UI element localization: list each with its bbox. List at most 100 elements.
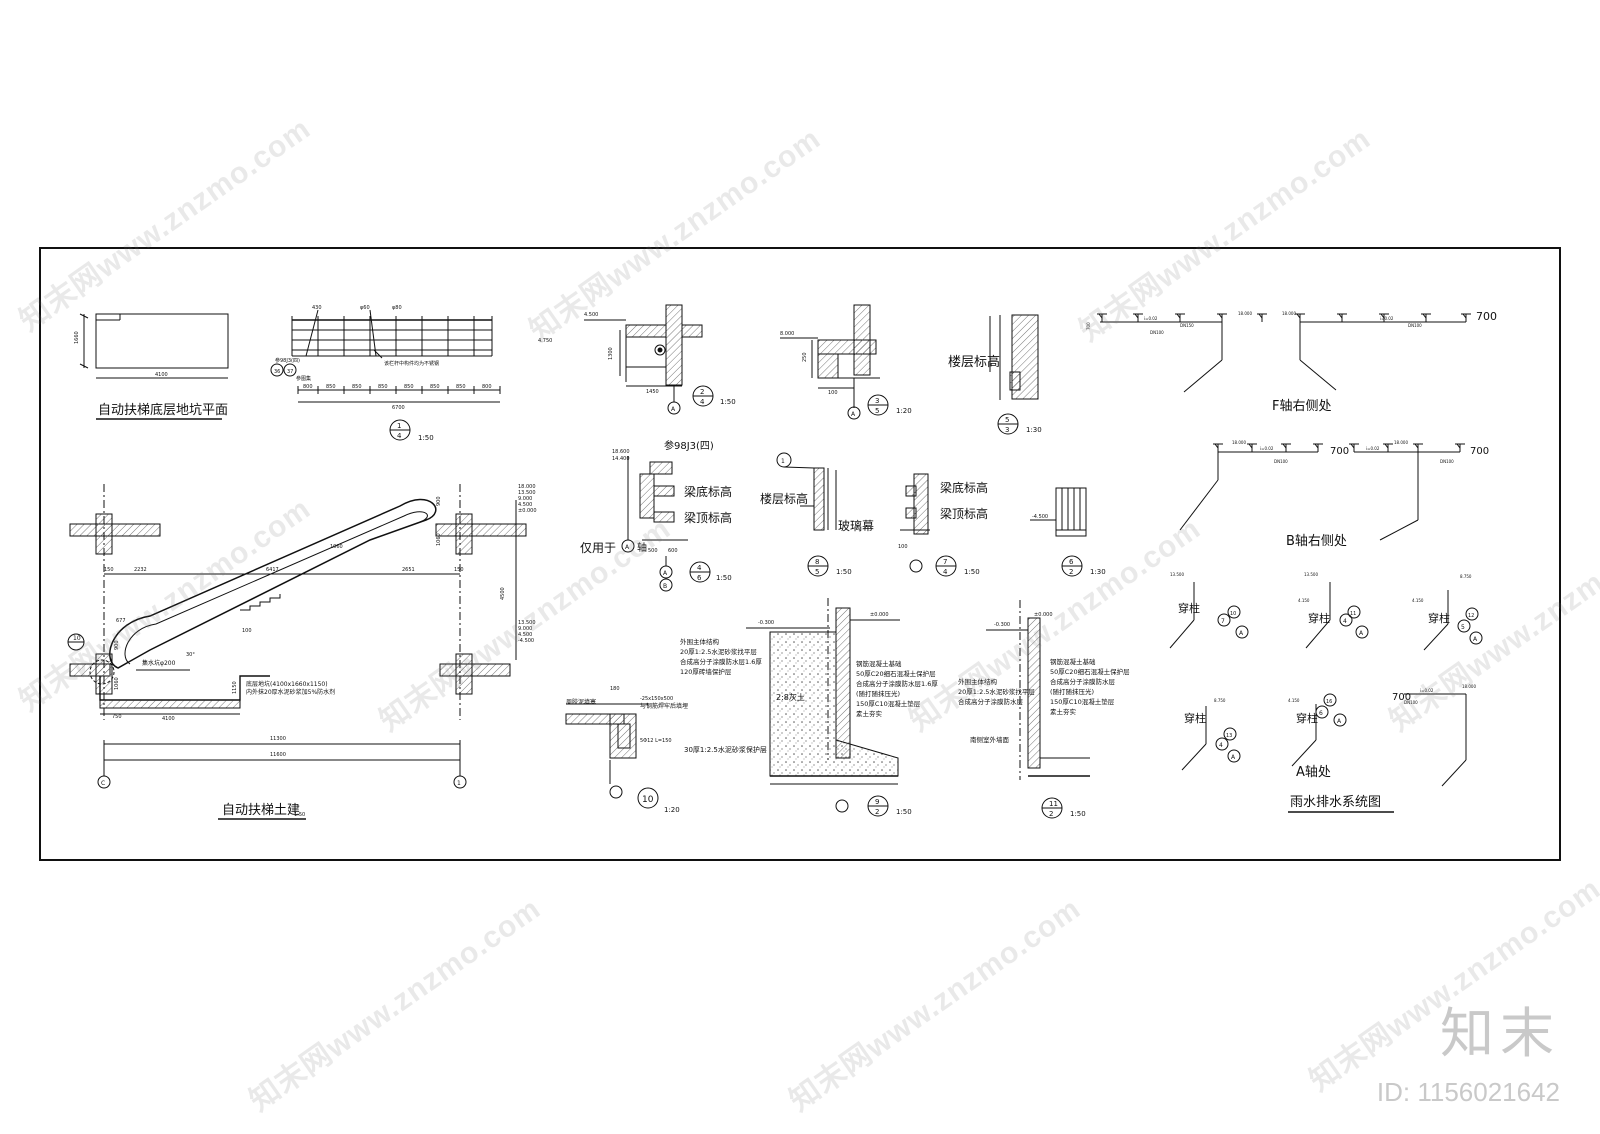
svg-text:18.000: 18.000 [1282, 311, 1296, 316]
svg-text:2: 2 [700, 388, 704, 396]
layers-11-right: 钢筋混凝土基础50厚C20细石混凝土保护层合成高分子涂膜防水层(随打随抹压光)1… [1050, 657, 1130, 716]
layers-9-right: 钢筋混凝土基础50厚C20细石混凝土保护层合成高分子涂膜防水层1.6厚(随打随抹… [856, 659, 938, 718]
svg-text:2232: 2232 [134, 567, 147, 573]
pit-plan: 1660 4100 自动扶梯底层地坑平面 [74, 313, 229, 420]
layer-note: 合成高分子涂膜防水层 [958, 697, 1024, 706]
svg-text:8.750: 8.750 [1460, 574, 1472, 579]
escalator-section: 2232 6417 2651 150 150 677 900 100 30° 1… [67, 484, 537, 820]
b-axis-title: B轴右侧处 [1286, 534, 1347, 549]
svg-text:4: 4 [1343, 618, 1347, 625]
svg-text:i=0.02: i=0.02 [1420, 688, 1434, 693]
roof-drain-icon [1296, 313, 1301, 319]
layer-note: 合成高分子涂膜防水层1.6厚 [680, 657, 762, 666]
svg-text:-0.300: -0.300 [758, 620, 774, 626]
svg-text:8.750: 8.750 [1214, 698, 1226, 703]
svg-text:φ80: φ80 [392, 305, 402, 311]
svg-text:玻璃幕: 玻璃幕 [838, 519, 874, 533]
svg-text:5: 5 [815, 568, 819, 576]
svg-text:13.500: 13.500 [1170, 572, 1184, 577]
svg-text:1450: 1450 [646, 389, 659, 395]
svg-text:5: 5 [1461, 624, 1465, 631]
layers-9-left: 外围主体结构20厚1:2.5水泥砂浆找平层合成高分子涂膜防水层1.6厚120厚砖… [680, 637, 762, 676]
layer-note: 素土夯实 [1050, 707, 1077, 716]
svg-text:1: 1 [397, 422, 401, 430]
svg-text:1:50: 1:50 [720, 398, 736, 406]
rain-f-axis: i=0.02 i=0.02 18.000 18.000 DN100 DN150 … [1086, 310, 1497, 414]
svg-text:1060: 1060 [330, 544, 343, 550]
svg-text:i=0.02: i=0.02 [1366, 446, 1380, 451]
layer-note: 20厚1:2.5水泥砂浆找平层 [680, 647, 757, 656]
layer-note: 钢筋混凝土基础 [856, 659, 902, 668]
roof-drain-icon [1338, 313, 1343, 319]
roof-drain-icon [1258, 313, 1263, 319]
svg-text:6417: 6417 [266, 567, 279, 573]
svg-text:集水坑φ200: 集水坑φ200 [142, 659, 176, 667]
svg-text:1:50: 1:50 [418, 434, 434, 442]
detail-11-2: -0.300 ±0.000 外围主体结构20厚1:2.5水泥砂浆找平层合成高分子… [958, 600, 1130, 819]
svg-text:1:50: 1:50 [716, 574, 732, 582]
svg-text:2:8灰土: 2:8灰土 [776, 692, 805, 702]
svg-text:18.000: 18.000 [1462, 684, 1476, 689]
detail-6-2: -4.500 6 2 1:30 [1030, 487, 1106, 577]
detail-10: 周胶泥填塞 -25x150x500 与钢筋焊牢后填埋 180 5Φ12 L=15… [565, 686, 688, 814]
svg-text:18.000: 18.000 [1238, 311, 1252, 316]
detail-7-4: 梁底标高 梁顶标高 100 7 4 1:50 [898, 473, 988, 577]
floor-level-label: 楼层标高 [948, 354, 1000, 370]
roof-drain-icon [1384, 443, 1389, 449]
svg-text:1:50: 1:50 [964, 568, 980, 576]
svg-text:16: 16 [1326, 699, 1332, 705]
level-label: 4.500 [518, 632, 532, 638]
svg-text:900: 900 [436, 496, 442, 506]
layer-note: 120厚砖墙保护层 [680, 667, 732, 676]
roof-drain-icon [1248, 443, 1253, 449]
layer-note: 南侧室外墙面 [970, 735, 1010, 744]
level-label: 13.500 [518, 620, 536, 626]
svg-text:3: 3 [875, 397, 879, 405]
railing-segment-dim: 800 [482, 384, 492, 390]
svg-text:内外抹20厚水泥砂浆加5%防水剂: 内外抹20厚水泥砂浆加5%防水剂 [246, 688, 335, 696]
svg-text:37: 37 [287, 369, 293, 375]
svg-text:A: A [671, 406, 676, 413]
svg-text:600: 600 [668, 548, 678, 554]
svg-text:180: 180 [610, 686, 620, 692]
railing-elevation: 430 φ60 φ80 该栏杆中构件均为不锈钢 36 37 参98J3(四) 参… [270, 305, 501, 442]
svg-text:1060: 1060 [114, 677, 120, 690]
svg-text:DN100: DN100 [1408, 323, 1422, 328]
layer-note: (随打随抹压光) [856, 689, 900, 698]
svg-text:仅用于: 仅用于 [580, 541, 616, 555]
svg-text:1:30: 1:30 [1026, 426, 1042, 434]
svg-text:1:30: 1:30 [1090, 568, 1106, 576]
svg-text:30厚1:2.5水泥砂浆保护层: 30厚1:2.5水泥砂浆保护层 [684, 745, 767, 754]
roof-drain-icon [1218, 313, 1223, 319]
svg-text:穿柱: 穿柱 [1308, 611, 1330, 625]
svg-text:150: 150 [454, 567, 464, 573]
svg-text:10: 10 [73, 635, 81, 642]
railing-segment-dim: 850 [430, 384, 440, 390]
railing-segment-dim: 850 [352, 384, 362, 390]
svg-text:100: 100 [242, 628, 252, 634]
svg-text:1150: 1150 [232, 681, 238, 694]
level-label: 4.500 [518, 502, 532, 508]
svg-text:700: 700 [1476, 310, 1497, 323]
svg-text:梁底标高: 梁底标高 [684, 484, 732, 499]
svg-text:i=0.02: i=0.02 [1144, 316, 1158, 321]
roof-drain-icon [1282, 443, 1287, 449]
svg-text:4100: 4100 [162, 716, 175, 722]
svg-text:4: 4 [697, 564, 702, 572]
layer-note: 钢筋混凝土基础 [1050, 657, 1096, 666]
pit-height-dim: 1660 [74, 331, 80, 344]
svg-text:B: B [663, 583, 667, 590]
svg-text:700: 700 [1330, 446, 1349, 457]
svg-text:4: 4 [397, 432, 402, 440]
svg-text:700: 700 [1086, 322, 1091, 330]
roof-drain-icon [1176, 313, 1181, 319]
svg-text:8: 8 [815, 558, 819, 566]
railing-segment-dim: 800 [303, 384, 313, 390]
railing-posts [291, 316, 493, 356]
svg-text:参98J3(四): 参98J3(四) [275, 357, 300, 364]
layer-note: 外围主体结构 [958, 677, 998, 686]
roof-drain-icon [1134, 313, 1139, 319]
svg-text:11300: 11300 [270, 736, 286, 742]
svg-text:周胶泥填塞: 周胶泥填塞 [566, 698, 596, 706]
svg-text:2: 2 [1049, 810, 1053, 818]
